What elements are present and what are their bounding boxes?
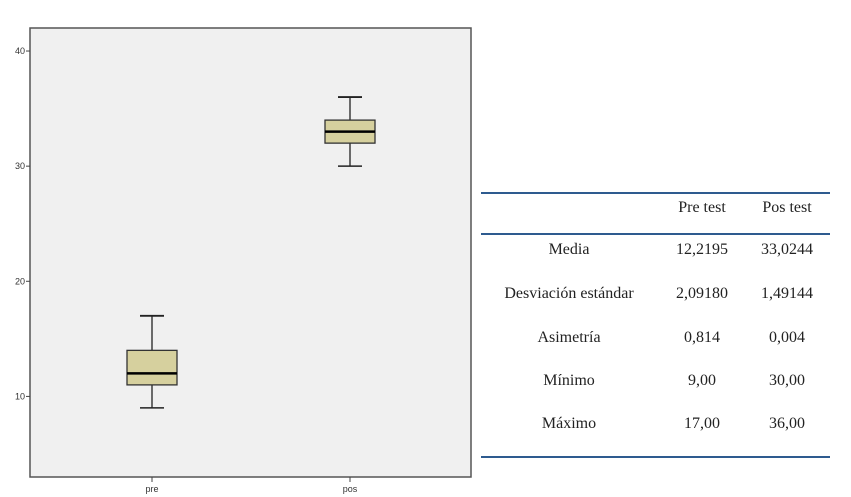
table-cell-label: Máximo [541, 415, 597, 432]
table-cell-pre: 12,2195 [676, 241, 728, 258]
table-cell-label: Desviación estándar [504, 285, 634, 302]
table-cell-pre: 2,09180 [676, 285, 728, 302]
boxplot-chart: 10 20 30 40 pre pos [15, 27, 472, 494]
header-pre-test: Pre test [678, 199, 726, 216]
table-cell-pos: 36,00 [769, 415, 805, 432]
table-cell-pos: 1,49144 [761, 285, 813, 302]
plot-area [29, 27, 472, 478]
table-cell-pos: 33,0244 [761, 241, 813, 258]
box-pre [126, 349, 178, 386]
x-tick-label-pre: pre [145, 484, 158, 494]
table-cell-pos: 30,00 [769, 372, 805, 389]
table-cell-label: Asimetría [537, 329, 601, 346]
table-cell-pre: 17,00 [684, 415, 720, 432]
y-tick-label: 40 [15, 46, 25, 56]
x-tick-label-pos: pos [343, 484, 358, 494]
table-top-rule [481, 192, 830, 194]
y-tick-label: 20 [15, 276, 25, 286]
header-pos-test: Pos test [762, 199, 812, 216]
y-tick-label: 30 [15, 161, 25, 171]
table-cell-pre: 9,00 [688, 372, 716, 389]
table-bottom-rule [481, 456, 830, 458]
y-tick-label: 10 [15, 391, 25, 401]
table-cell-label: Mínimo [543, 372, 595, 389]
table-header-rule [481, 233, 830, 235]
table-cell-pos: 0,004 [769, 329, 805, 346]
table-cell-label: Media [548, 241, 590, 258]
table-cell-pre: 0,814 [684, 329, 720, 346]
